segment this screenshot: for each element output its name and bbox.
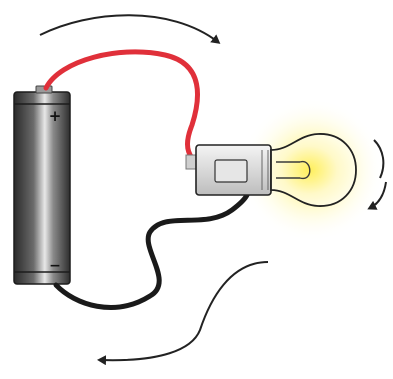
bulb-socket-contact (214, 159, 248, 183)
battery-positive-symbol: + (49, 107, 62, 125)
negative-wire (53, 181, 252, 310)
light-bulb (270, 133, 357, 207)
bulb-glass (270, 133, 357, 207)
battery-body (13, 91, 71, 285)
arrow-top (39, 14, 221, 44)
positive-wire (43, 49, 201, 161)
bulb-socket (195, 144, 272, 196)
arrow-right-bottom (367, 181, 387, 210)
bulb-filament (276, 161, 311, 179)
arrow-right-top (373, 139, 385, 179)
arrow-bottom (97, 261, 269, 366)
current-flow-arrows (39, 14, 387, 366)
battery-negative-symbol: − (49, 258, 61, 274)
battery: + − (13, 85, 71, 285)
